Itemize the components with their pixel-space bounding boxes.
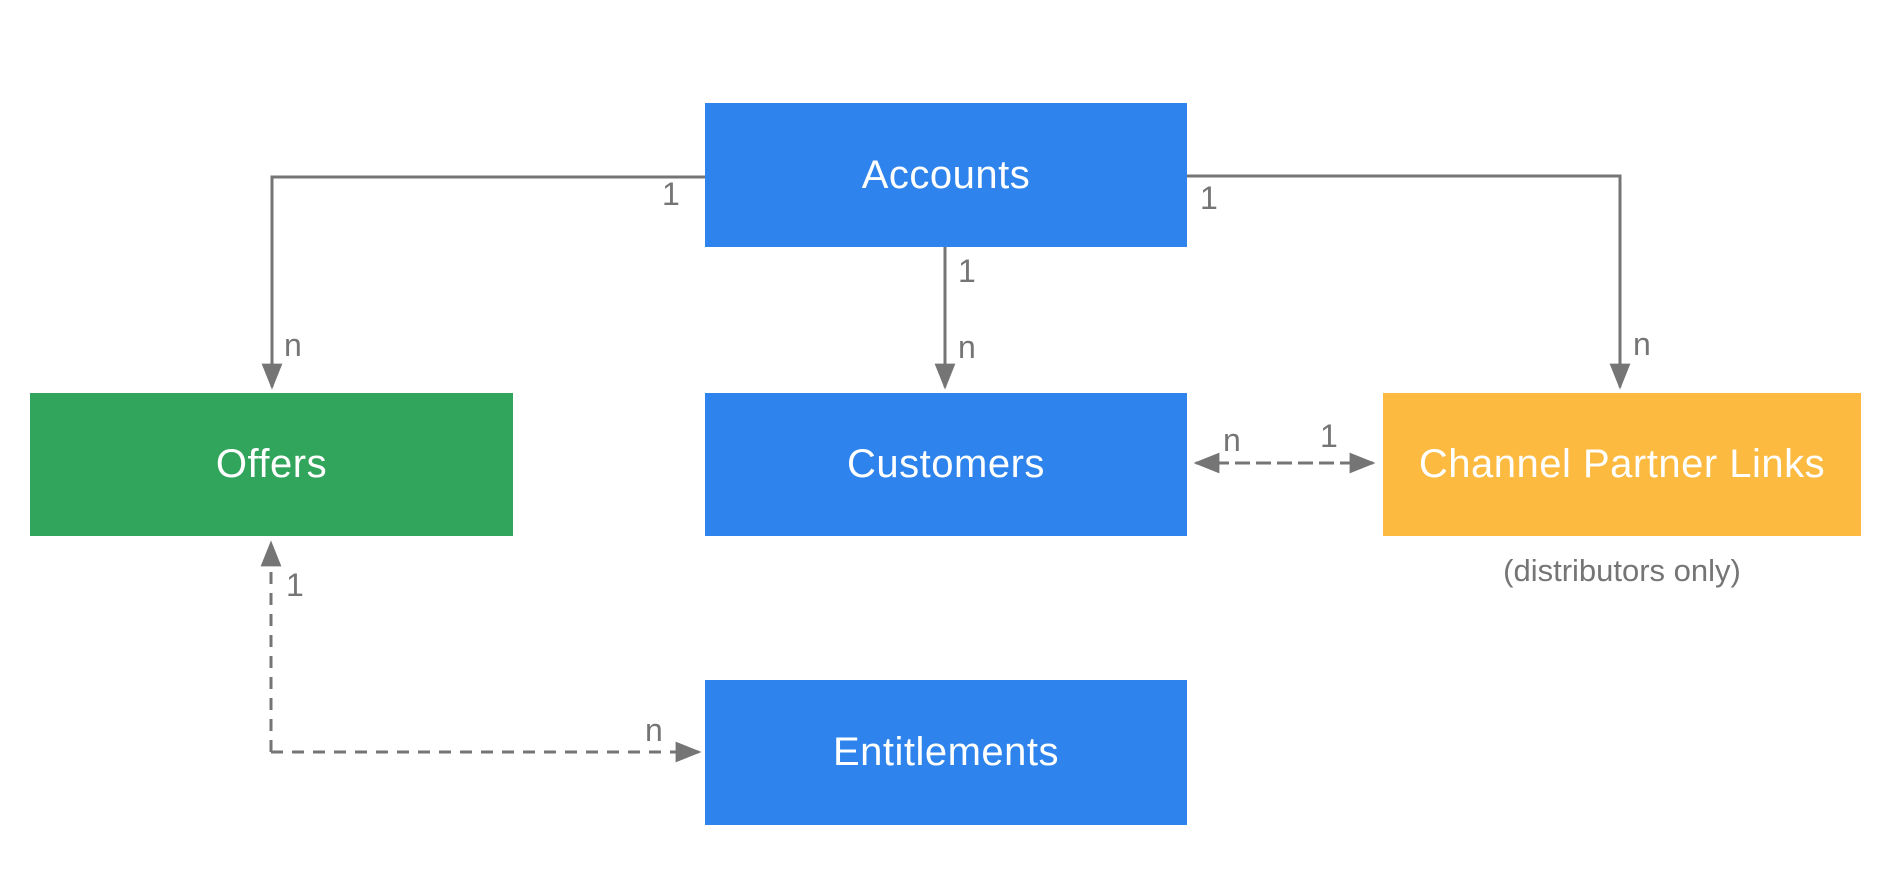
edge-label-offers-entitlements-1: 1 — [286, 567, 304, 603]
node-customers-label: Customers — [847, 442, 1045, 486]
channel-partner-links-sublabel: (distributors only) — [1503, 553, 1741, 588]
edge-accounts-channel-partner-links — [1187, 174, 1631, 390]
edge-accounts-offers — [261, 175, 705, 390]
edge-label-accounts-offers-1: 1 — [662, 176, 680, 212]
edge-label-offers-entitlements-n: n — [645, 712, 663, 748]
edge-label-customers-cpl-1: 1 — [1320, 418, 1338, 454]
edge-label-accounts-cpl-n: n — [1633, 326, 1651, 362]
edge-label-accounts-cpl-1: 1 — [1200, 180, 1218, 216]
edge-label-accounts-customers-1: 1 — [958, 253, 976, 289]
node-accounts: Accounts — [705, 103, 1187, 247]
node-offers-label: Offers — [215, 442, 328, 486]
node-channel-partner-links-label: Channel Partner Links — [1418, 442, 1826, 486]
edge-label-accounts-customers-n: n — [958, 329, 976, 365]
node-channel-partner-links: Channel Partner Links — [1383, 393, 1861, 536]
node-accounts-label: Accounts — [861, 152, 1031, 197]
node-customers: Customers — [705, 393, 1187, 536]
node-entitlements: Entitlements — [705, 680, 1187, 825]
node-entitlements-label: Entitlements — [832, 730, 1060, 774]
node-offers: Offers — [30, 393, 513, 536]
edge-label-accounts-offers-n: n — [284, 327, 302, 363]
edge-label-customers-cpl-n: n — [1223, 422, 1241, 458]
